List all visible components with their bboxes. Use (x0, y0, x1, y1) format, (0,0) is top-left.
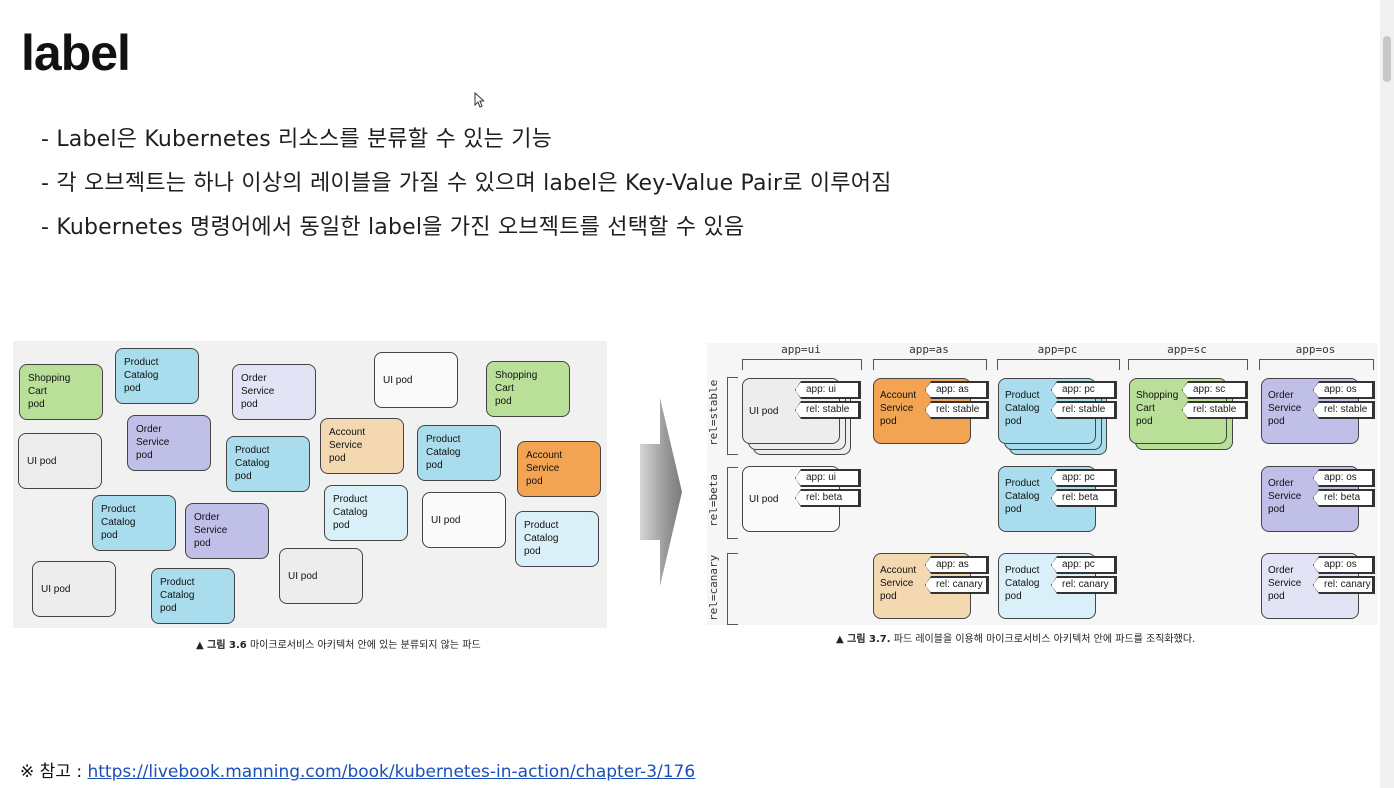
label-tag: app: ui (795, 382, 859, 398)
pod: UI pod (32, 561, 116, 617)
label-tag: app: os (1313, 557, 1373, 573)
bullet-item: - Kubernetes 명령어에서 동일한 label을 가진 오브젝트를 선… (41, 215, 745, 240)
label-tag: rel: canary (1313, 577, 1373, 593)
label-tag: rel: canary (1051, 577, 1115, 593)
label-tag: app: pc (1051, 470, 1115, 486)
scrollbar-thumb[interactable] (1383, 36, 1391, 82)
bullet-list: - Label은 Kubernetes 리소스를 분류할 수 있는 기능 - 각… (41, 118, 892, 250)
label-tag: rel: stable (1051, 402, 1115, 418)
label-tag: app: sc (1182, 382, 1246, 398)
label-tag: app: as (925, 382, 987, 398)
label-tag: rel: stable (1182, 402, 1246, 418)
label-tag: app: ui (795, 470, 859, 486)
organized-pods-figure: app=ui app=as app=pc app=sc app=os rel=s… (707, 343, 1378, 625)
row-header: rel=stable (707, 379, 720, 447)
row-header: rel=canary (707, 554, 720, 621)
vertical-scrollbar[interactable] (1380, 0, 1394, 788)
reference-note: ※ 참고 : https://livebook.manning.com/book… (20, 762, 696, 782)
column-header: app=os (1295, 343, 1336, 356)
label-tag: app: pc (1051, 557, 1115, 573)
mouse-cursor-icon (474, 92, 484, 108)
right-arrow-icon (640, 398, 682, 586)
label-tag: app: pc (1051, 382, 1115, 398)
bullet-item: - Label은 Kubernetes 리소스를 분류할 수 있는 기능 (41, 127, 553, 152)
pod: UI pod (374, 352, 458, 408)
page-title: label (21, 25, 131, 81)
reference-link[interactable]: https://livebook.manning.com/book/kubern… (87, 762, 696, 782)
label-tag: rel: stable (795, 402, 859, 418)
label-tag: rel: canary (925, 577, 987, 593)
row-header: rel=beta (707, 474, 720, 528)
row-bracket (727, 553, 738, 625)
label-tag: app: os (1313, 382, 1373, 398)
label-tag: rel: stable (1313, 402, 1373, 418)
label-tag: app: as (925, 557, 987, 573)
column-bracket (997, 359, 1120, 370)
row-bracket (727, 467, 738, 539)
column-header: app=ui (781, 343, 821, 356)
pod: UI pod (422, 492, 506, 548)
bullet-item: - 각 오브젝트는 하나 이상의 레이블을 가질 수 있으며 label은 Ke… (41, 171, 892, 196)
label-tag: app: os (1313, 470, 1373, 486)
figure-right-caption: ▲ 그림 3.7. 파드 레이블을 이용해 마이크로서비스 아키텍처 안에 파드… (836, 634, 1196, 645)
label-tag: rel: beta (795, 490, 859, 506)
column-bracket (873, 359, 987, 370)
column-bracket (742, 359, 862, 370)
row-bracket (727, 377, 738, 455)
column-header: app=sc (1167, 343, 1207, 356)
column-bracket (1128, 359, 1248, 370)
column-bracket (1259, 359, 1374, 370)
label-tag: rel: beta (1051, 490, 1115, 506)
column-header: app=pc (1037, 343, 1078, 356)
figure-left-caption: ▲ 그림 3.6 마이크로서비스 아키텍처 안에 있는 분류되지 않는 파드 (196, 640, 481, 651)
label-tag: rel: stable (925, 402, 987, 418)
pod: UI pod (18, 433, 102, 489)
label-tag: rel: beta (1313, 490, 1373, 506)
column-header: app=as (909, 343, 949, 356)
pod: UI pod (279, 548, 363, 604)
